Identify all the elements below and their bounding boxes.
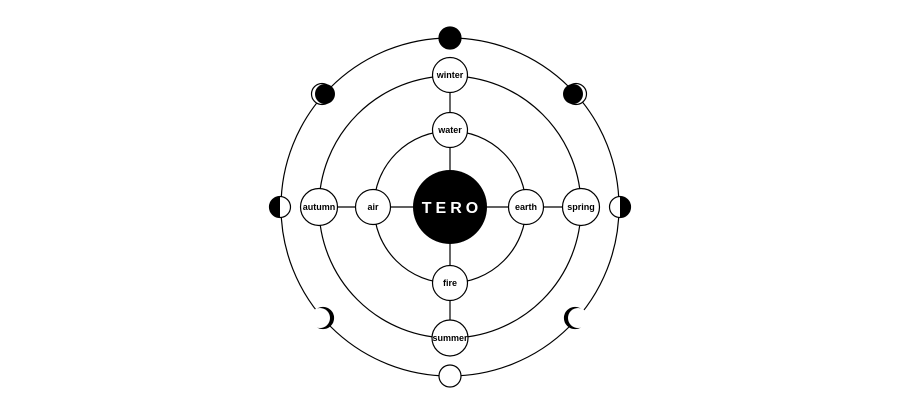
element-node-fire: fire (431, 264, 469, 302)
moon-full-icon (438, 364, 462, 388)
center-label: TERO (422, 200, 482, 217)
element-label-air: air (367, 202, 379, 212)
element-node-earth: earth (507, 188, 545, 226)
moon-waxing-gibbous-icon (563, 306, 588, 330)
season-label-summer: summer (432, 333, 468, 343)
season-node-autumn: autumn (299, 187, 339, 227)
moon-last-quarter-icon (268, 195, 292, 219)
element-label-water: water (437, 125, 462, 135)
season-node-summer: summer (431, 319, 469, 357)
element-node-air: air (354, 188, 392, 226)
season-node-spring: spring (561, 187, 601, 227)
season-label-autumn: autumn (303, 202, 336, 212)
moon-new-icon (438, 26, 462, 50)
element-label-fire: fire (443, 278, 457, 288)
moon-waning-crescent-icon (310, 82, 335, 106)
moon-waxing-crescent-icon (563, 82, 588, 106)
moon-waning-gibbous-icon (310, 306, 335, 330)
season-label-spring: spring (567, 202, 595, 212)
moon-first-quarter-icon (608, 195, 632, 219)
element-node-water: water (431, 111, 469, 149)
season-node-winter: winter (431, 56, 469, 94)
center-node: TERO (413, 170, 487, 244)
element-label-earth: earth (515, 202, 537, 212)
season-label-winter: winter (436, 70, 464, 80)
